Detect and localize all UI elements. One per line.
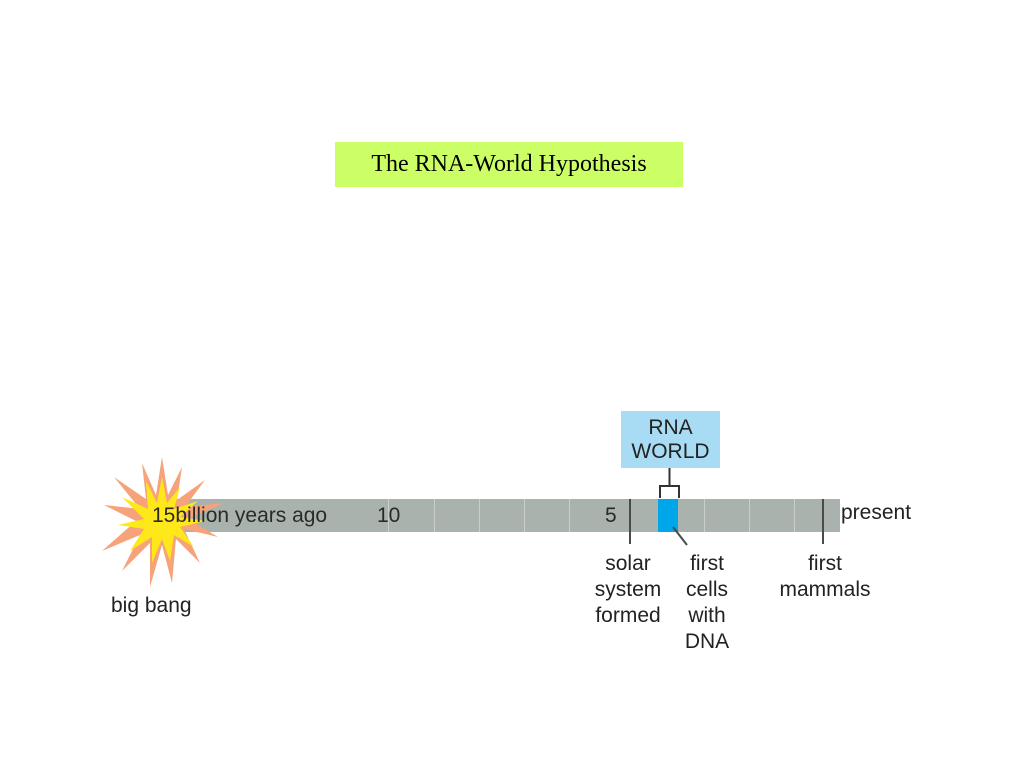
first-cells-label-line: DNA <box>684 630 730 653</box>
solar-system-label-line: formed <box>595 604 661 627</box>
timeline-segment-divider <box>569 499 570 532</box>
first-mammals-label-line: mammals <box>779 578 871 601</box>
rna-world-band <box>658 499 678 532</box>
rna-world-line1: RNA <box>648 415 693 439</box>
first-cells-label-line: first <box>690 552 724 575</box>
timeline-segment-divider <box>794 499 795 532</box>
timeline-segment-divider <box>749 499 750 532</box>
rna-world-box: RNA WORLD <box>621 411 720 468</box>
page-title: The RNA-World Hypothesis <box>335 142 683 187</box>
timeline-segment-divider <box>388 499 389 532</box>
timeline-segment-divider <box>479 499 480 532</box>
timeline-mark-10: 10 <box>377 504 401 527</box>
solar-system-tick <box>629 499 631 544</box>
first-cells-label-line: cells <box>685 578 728 601</box>
timeline-segment-divider <box>524 499 525 532</box>
first-mammals-label: first mammals <box>765 551 885 603</box>
first-cells-label-line: with <box>688 604 726 627</box>
timeline-end-label: present <box>841 501 912 524</box>
timeline-segment-divider <box>434 499 435 532</box>
rna-world-line2: WORLD <box>631 439 710 463</box>
solar-system-label: solar system formed <box>582 551 674 629</box>
timeline-bar <box>150 499 840 532</box>
first-cells-pointer <box>672 526 688 546</box>
big-bang-label: big bang <box>111 594 192 617</box>
first-mammals-label-line: first <box>808 552 842 575</box>
first-cells-label: first cells with DNA <box>674 551 740 655</box>
big-bang-burst-icon <box>102 457 224 587</box>
timeline-start-label: 15billion years ago <box>152 504 328 527</box>
timeline-segment-divider <box>704 499 705 532</box>
solar-system-label-line: solar <box>605 552 651 575</box>
solar-system-label-line: system <box>594 578 662 601</box>
timeline-mark-5: 5 <box>605 504 617 527</box>
rna-world-bracket <box>659 468 680 498</box>
first-mammals-tick <box>822 499 824 544</box>
